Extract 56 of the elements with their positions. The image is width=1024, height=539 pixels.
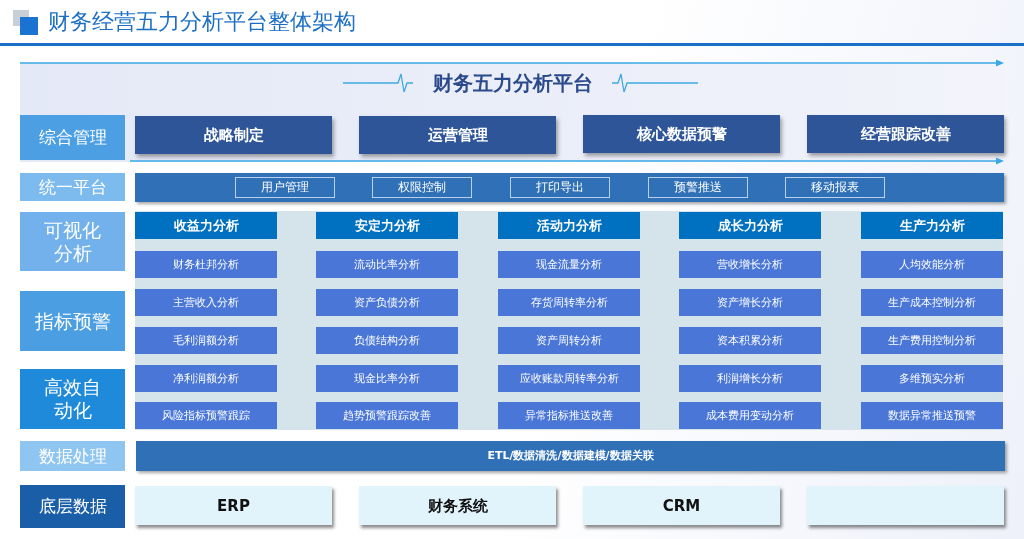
analysis-box: 趋势预警跟踪改善 — [316, 402, 458, 429]
function-tag: 用户管理 — [235, 177, 335, 198]
function-tag: 权限控制 — [372, 177, 472, 198]
platform-bar — [135, 173, 1004, 202]
analysis-box: 数据异常推送预警 — [861, 402, 1003, 429]
data-source-box: 财务系统 — [359, 486, 556, 525]
row-label: 统一平台 — [20, 173, 125, 201]
analysis-box: 存货周转率分析 — [498, 289, 640, 316]
column-header: 安定力分析 — [316, 212, 458, 239]
analysis-box: 生产费用控制分析 — [861, 327, 1003, 354]
processing-bar: ETL/数据清洗/数据建模/数据关联 — [136, 441, 1005, 471]
module-box: 经营跟踪改善 — [807, 115, 1004, 153]
analysis-box: 生产成本控制分析 — [861, 289, 1003, 316]
row-label: 数据处理 — [20, 441, 125, 471]
analysis-box: 现金流量分析 — [498, 251, 640, 278]
data-source-box — [807, 486, 1004, 525]
function-tag: 打印导出 — [510, 177, 610, 198]
row-label: 高效自动化 — [20, 369, 125, 429]
row-label: 底层数据 — [20, 485, 125, 528]
column-header: 成长力分析 — [679, 212, 821, 239]
analysis-box: 资产周转分析 — [498, 327, 640, 354]
row-label: 指标预警 — [20, 291, 125, 351]
analysis-box: 异常指标推送改善 — [498, 402, 640, 429]
analysis-box: 流动比率分析 — [316, 251, 458, 278]
analysis-panel — [135, 211, 1003, 430]
function-tag: 移动报表 — [785, 177, 885, 198]
analysis-box: 毛利润额分析 — [135, 327, 277, 354]
platform-panel — [20, 63, 1005, 162]
analysis-box: 营收增长分析 — [679, 251, 821, 278]
row-label: 综合管理 — [20, 115, 125, 160]
module-box: 运营管理 — [359, 116, 556, 154]
analysis-box: 财务杜邦分析 — [135, 251, 277, 278]
analysis-box: 负债结构分析 — [316, 327, 458, 354]
analysis-box: 人均效能分析 — [861, 251, 1003, 278]
data-source-box: CRM — [583, 486, 780, 525]
analysis-box: 应收账款周转率分析 — [498, 365, 640, 392]
page-title: 财务经营五力分析平台整体架构 — [48, 8, 356, 36]
analysis-box: 现金比率分析 — [316, 365, 458, 392]
module-box: 核心数据预警 — [583, 115, 780, 153]
analysis-box: 成本费用变动分析 — [679, 402, 821, 429]
column-header: 活动力分析 — [498, 212, 640, 239]
analysis-box: 资产负债分析 — [316, 289, 458, 316]
module-box: 战略制定 — [135, 116, 332, 154]
analysis-box: 资本积累分析 — [679, 327, 821, 354]
row-label: 可视化分析 — [20, 212, 125, 271]
analysis-box: 主营收入分析 — [135, 289, 277, 316]
analysis-box: 净利润额分析 — [135, 365, 277, 392]
panel-heading: 财务五力分析平台 — [432, 71, 593, 95]
column-header: 生产力分析 — [861, 212, 1003, 239]
function-tag: 预警推送 — [648, 177, 748, 198]
data-source-box: ERP — [135, 486, 332, 525]
analysis-box: 风险指标预警跟踪 — [135, 402, 277, 429]
analysis-box: 多维预实分析 — [861, 365, 1003, 392]
analysis-box: 资产增长分析 — [679, 289, 821, 316]
column-header: 收益力分析 — [135, 212, 277, 239]
analysis-box: 利润增长分析 — [679, 365, 821, 392]
